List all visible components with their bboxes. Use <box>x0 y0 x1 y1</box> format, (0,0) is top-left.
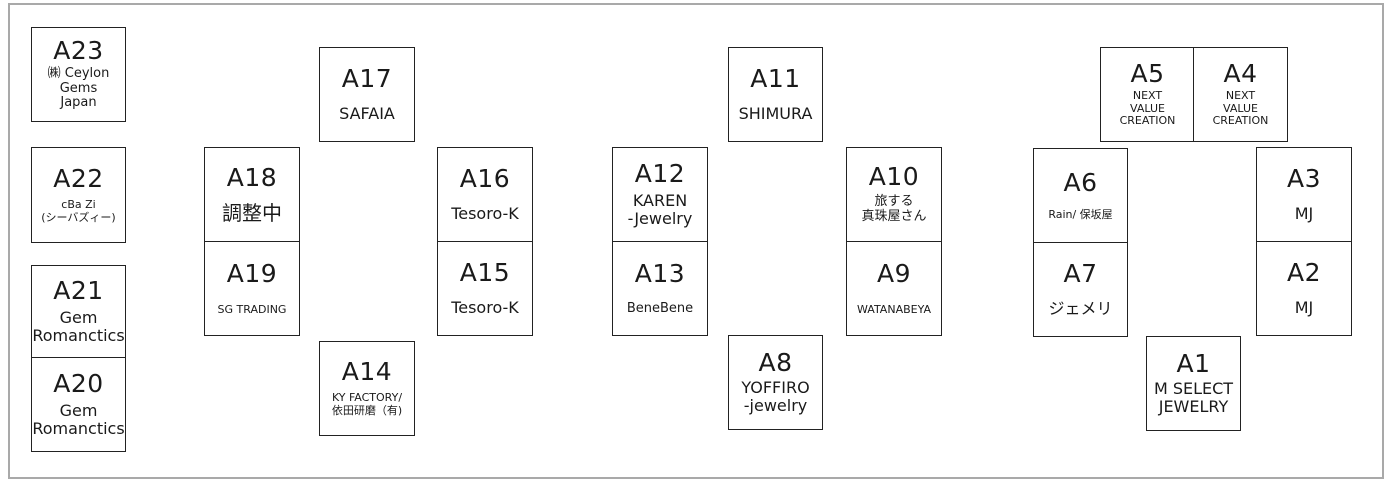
booth-code: A1 <box>1176 348 1211 378</box>
booth-code: A22 <box>53 163 104 193</box>
booth-code: A16 <box>459 163 511 193</box>
booth-name: Tesoro-K <box>451 203 519 223</box>
booth-name: KY FACTORY/ 依田研磨（有) <box>331 391 403 417</box>
booth-name: Gem Romanctics <box>32 400 125 438</box>
booth-name: ジェメリ <box>1048 298 1113 318</box>
booth-name: ㈱ Ceylon Gems Japan <box>47 65 110 111</box>
booth-name: MJ <box>1294 297 1314 317</box>
booth-a16[interactable]: A16 Tesoro-K <box>437 147 533 242</box>
booth-a20[interactable]: A20 Gem Romanctics <box>31 357 126 452</box>
booth-code: A20 <box>53 368 104 398</box>
booth-code: A23 <box>53 35 104 65</box>
booth-a1[interactable]: A1 M SELECT JEWELRY <box>1146 336 1241 431</box>
booth-a11[interactable]: A11 SHIMURA <box>728 47 823 142</box>
booth-name: M SELECT JEWELRY <box>1153 378 1234 416</box>
booth-code: A15 <box>459 257 511 287</box>
booth-name: SAFAIA <box>339 103 395 123</box>
booth-a17[interactable]: A17 SAFAIA <box>319 47 415 142</box>
booth-a12[interactable]: A12 KAREN -Jewelry <box>612 147 708 242</box>
booth-a22[interactable]: A22 cBa Zi (シーバズィー) <box>31 147 126 243</box>
booth-code: A4 <box>1223 59 1258 89</box>
booth-name: 旅する 真珠屋さん <box>861 194 927 224</box>
booth-name: SHIMURA <box>738 103 813 123</box>
booth-name: Rain/ 保坂屋 <box>1048 207 1113 221</box>
booth-code: A14 <box>341 357 393 387</box>
booth-a9[interactable]: A9 WATANABEYA <box>846 241 942 336</box>
booth-name: Gem Romanctics <box>32 307 125 345</box>
booth-code: A18 <box>226 162 278 192</box>
booth-name: SG TRADING <box>217 302 287 316</box>
booth-a14[interactable]: A14 KY FACTORY/ 依田研磨（有) <box>319 341 415 436</box>
booth-code: A6 <box>1063 167 1098 197</box>
booth-code: A8 <box>758 347 793 377</box>
booth-a6[interactable]: A6 Rain/ 保坂屋 <box>1033 148 1128 243</box>
booth-a19[interactable]: A19 SG TRADING <box>204 241 300 336</box>
booth-name: BeneBene <box>626 300 694 316</box>
booth-a7[interactable]: A7 ジェメリ <box>1033 242 1128 337</box>
booth-a18[interactable]: A18 調整中 <box>204 147 300 242</box>
booth-code: A5 <box>1130 59 1165 89</box>
booth-code: A9 <box>876 258 911 288</box>
booth-name: cBa Zi (シーバズィー) <box>41 197 116 224</box>
booth-name: MJ <box>1294 203 1314 223</box>
booth-a5[interactable]: A5 NEXT VALUE CREATION <box>1100 47 1195 142</box>
booth-a23[interactable]: A23 ㈱ Ceylon Gems Japan <box>31 27 126 122</box>
booth-code: A21 <box>53 275 104 305</box>
booth-code: A2 <box>1286 257 1321 287</box>
booth-a4[interactable]: A4 NEXT VALUE CREATION <box>1193 47 1288 142</box>
booth-code: A12 <box>634 158 686 188</box>
booth-name: 調整中 <box>222 200 282 225</box>
booth-a21[interactable]: A21 Gem Romanctics <box>31 265 126 358</box>
booth-a15[interactable]: A15 Tesoro-K <box>437 241 533 336</box>
booth-a10[interactable]: A10 旅する 真珠屋さん <box>846 147 942 242</box>
booth-name: YOFFIRO -jewelry <box>741 377 810 415</box>
booth-code: A19 <box>226 258 278 288</box>
booth-name: WATANABEYA <box>857 302 931 316</box>
booth-code: A11 <box>750 63 801 93</box>
booth-code: A7 <box>1063 258 1098 288</box>
booth-name: Tesoro-K <box>451 297 519 317</box>
booth-code: A13 <box>634 258 686 288</box>
booth-a13[interactable]: A13 BeneBene <box>612 241 708 336</box>
booth-name: KAREN -Jewelry <box>627 190 693 228</box>
booth-code: A3 <box>1286 163 1321 193</box>
booth-a2[interactable]: A2 MJ <box>1256 241 1352 336</box>
booth-code: A10 <box>868 162 920 192</box>
booth-a8[interactable]: A8 YOFFIRO -jewelry <box>728 335 823 430</box>
booth-code: A17 <box>341 63 393 93</box>
booth-name: NEXT VALUE CREATION <box>1212 89 1269 128</box>
booth-a3[interactable]: A3 MJ <box>1256 147 1352 242</box>
booth-name: NEXT VALUE CREATION <box>1119 89 1176 128</box>
